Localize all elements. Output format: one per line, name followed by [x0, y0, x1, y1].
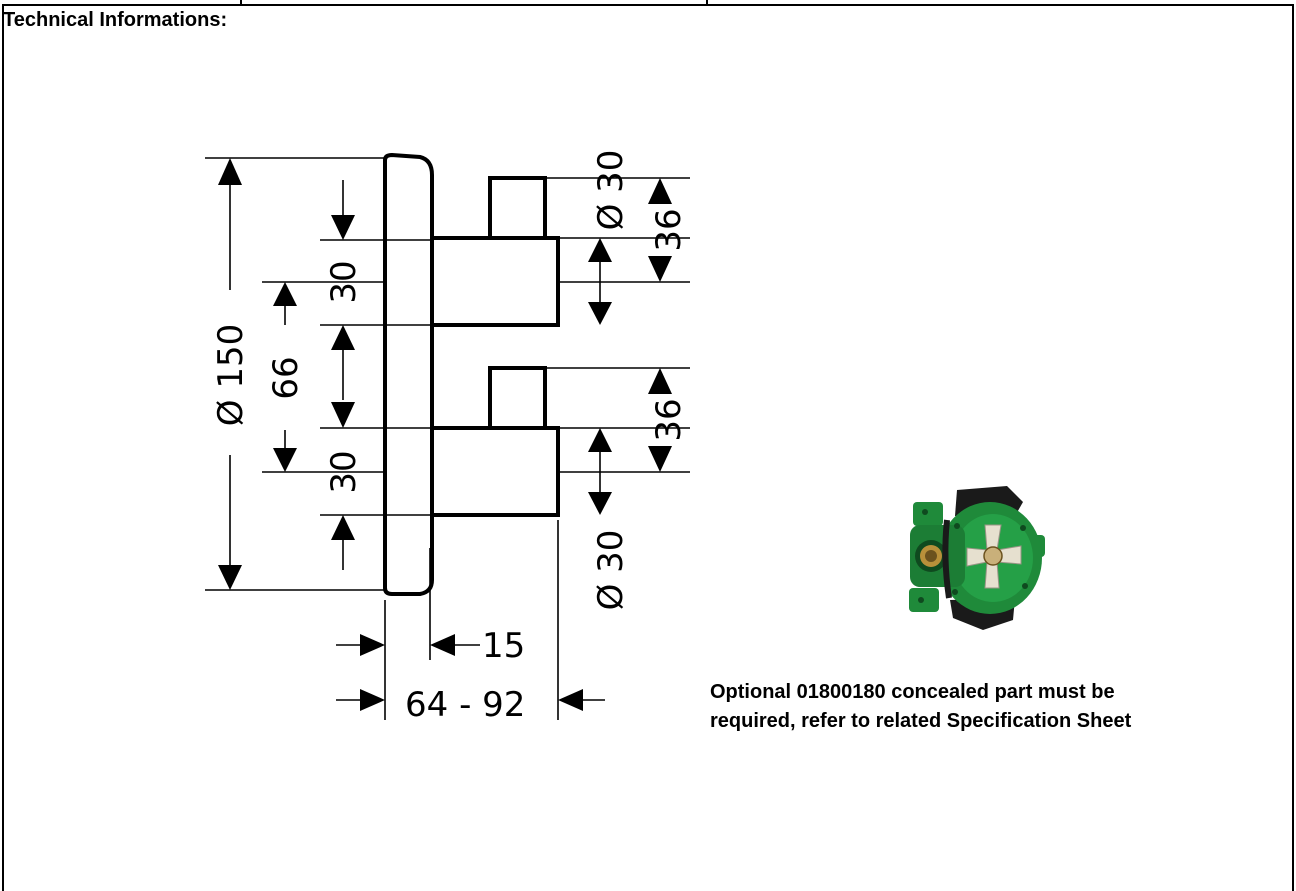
top-table-rule — [0, 0, 1296, 6]
dimension-drawing: Ø 150 66 30 30 Ø 30 Ø 30 36 36 15 64 - 9… — [205, 150, 690, 725]
lower-handle-length-label: 36 — [649, 398, 689, 441]
concealed-part-photo-icon — [909, 486, 1045, 630]
upper-handle — [432, 236, 560, 327]
note-line-2: required, refer to related Specification… — [710, 710, 1132, 732]
upper-handle-diameter-label: Ø 30 — [591, 150, 631, 231]
concealed-part-note: Optional 01800180 concealed part must be… — [710, 678, 1131, 736]
column-divider — [240, 0, 242, 6]
technical-info-section — [2, 4, 1294, 891]
lower-handle — [432, 426, 560, 517]
lower-handle-lever — [488, 366, 547, 428]
lower-offset-label: 30 — [324, 450, 364, 493]
section-heading: Technical Informations: — [3, 9, 228, 31]
cover-plate — [383, 152, 434, 596]
plate-diameter-label: Ø 150 — [211, 324, 251, 426]
upper-handle-lever — [488, 176, 547, 238]
handle-spacing-label: 66 — [266, 356, 306, 399]
note-line-1: Optional 01800180 concealed part must be — [710, 681, 1115, 703]
plate-depth-label: 15 — [482, 626, 525, 666]
install-depth-label: 64 - 92 — [405, 685, 525, 725]
upper-offset-label: 30 — [324, 260, 364, 303]
lower-handle-diameter-label: Ø 30 — [591, 530, 631, 611]
column-divider — [706, 0, 708, 6]
upper-handle-length-label: 36 — [649, 208, 689, 251]
